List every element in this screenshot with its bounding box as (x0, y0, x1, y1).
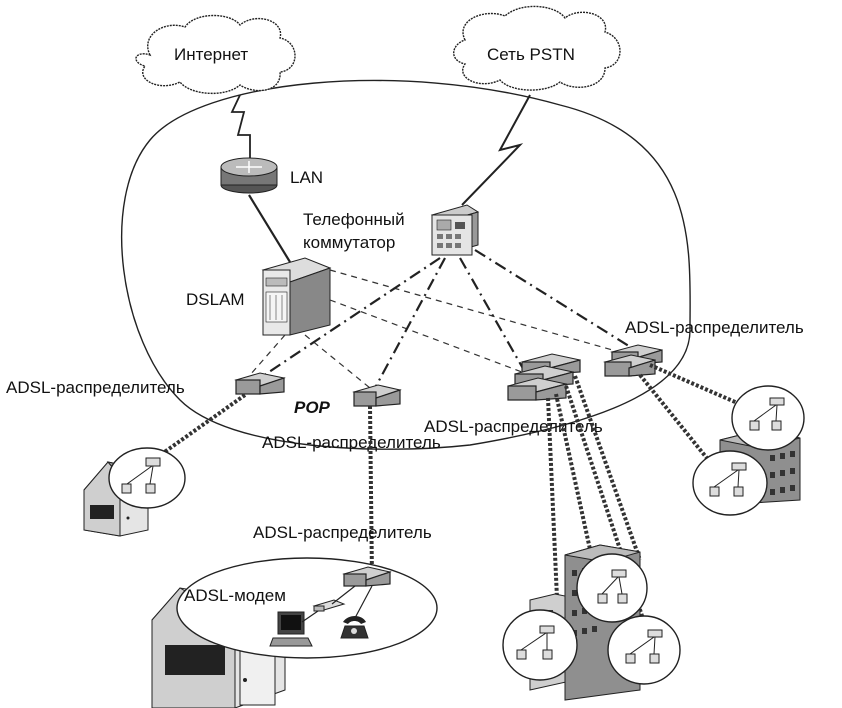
office-right-bubble-top (731, 385, 805, 451)
pop-label: POP (294, 398, 331, 417)
office-right-bubble-bottom (692, 450, 768, 516)
dslam (261, 257, 332, 336)
telephone (340, 616, 369, 639)
splitter-left (234, 372, 286, 395)
splitter-pop (352, 384, 402, 407)
office-center-bubble-right (607, 615, 681, 685)
router-dslam-link (248, 194, 291, 263)
lan-label: LAN (290, 168, 323, 187)
splitter-home-label: ADSL-распределитель (253, 523, 432, 542)
switch-label-line1: Телефонный (303, 210, 405, 229)
pstn-label: Сеть PSTN (487, 45, 575, 64)
splitter-middle-label: ADSL-распределитель (424, 417, 603, 436)
pstn-cloud: Сеть PSTN (453, 5, 621, 91)
splitter-left-label: ADSL-распределитель (6, 378, 185, 397)
splitter-right-top-label: ADSL-распределитель (625, 318, 804, 337)
dslam-label: DSLAM (186, 290, 245, 309)
lan-router (220, 157, 278, 194)
splitter-center-label: ADSL-распределитель (262, 433, 441, 452)
home-bottom-cables (301, 585, 373, 623)
switch-voice-links (259, 249, 641, 389)
internet-cloud: Интернет (135, 14, 296, 95)
home-left-bubble (108, 447, 186, 509)
internet-label: Интернет (174, 45, 248, 64)
telephone-switch (430, 204, 480, 256)
switch-label-line2: коммутатор (303, 233, 395, 252)
dslam-data-links (249, 269, 631, 389)
home-splitter (342, 566, 392, 587)
office-right-devices (709, 397, 785, 497)
splitter-stack-middle (507, 353, 581, 401)
pstn-link-zigzag (461, 94, 531, 206)
provider-boundary (120, 79, 691, 450)
splitter-stack-right (603, 344, 663, 377)
adsl-modem (312, 599, 346, 612)
office-center-devices (516, 569, 663, 664)
office-center-bubble-left (502, 609, 578, 681)
home-left-devices (121, 457, 161, 494)
office-center-bubble-top (576, 553, 648, 623)
modem-label: ADSL-модем (184, 586, 286, 605)
computer (269, 611, 313, 647)
internet-link-zigzag (230, 94, 251, 165)
